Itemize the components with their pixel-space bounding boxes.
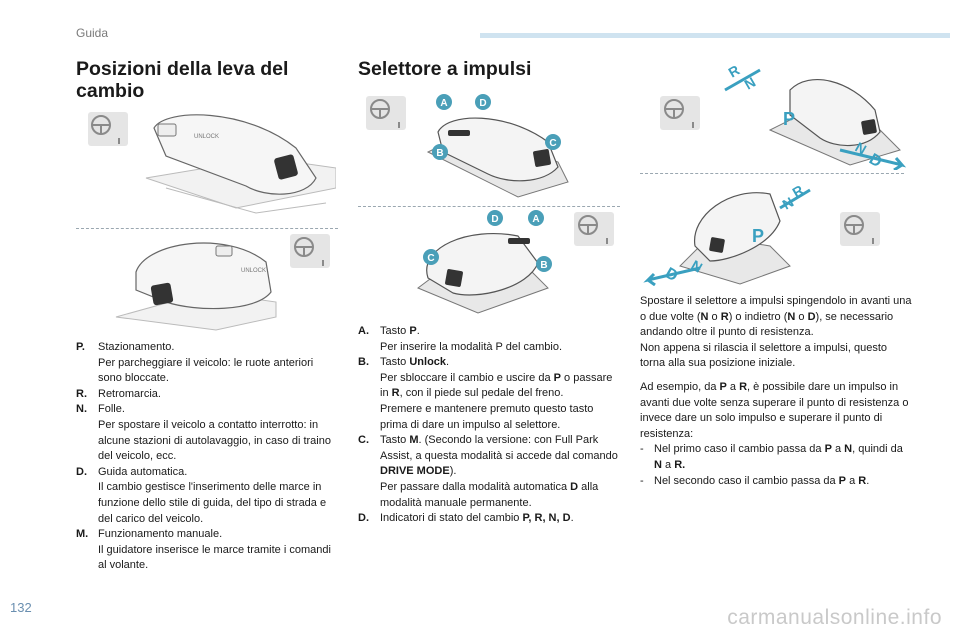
- arrow-backward-icon: [643, 266, 701, 286]
- watermark: carmanualsonline.info: [727, 606, 942, 629]
- list-item: C. Tasto M. (Secondo la versione: con Fu…: [358, 433, 620, 511]
- svg-text:B: B: [436, 148, 443, 159]
- gear-lever-illustration-top: UNLOCK: [76, 108, 336, 228]
- item-key: C.: [358, 434, 369, 447]
- item-key: A.: [358, 325, 369, 337]
- gear-label: P: [783, 109, 795, 129]
- item-line: Il cambio gestisce l'inserimento delle m…: [98, 481, 327, 525]
- item-key: B.: [358, 356, 369, 369]
- selector-movement-illustration-bottom: R N P N D: [640, 176, 920, 286]
- section-divider: [358, 206, 620, 207]
- item-line: Per parcheggiare il veicolo: le ruote an…: [98, 356, 314, 385]
- svg-text:B: B: [540, 260, 547, 271]
- list-item: D. Guida automatica. Il cambio gestisce …: [76, 465, 338, 527]
- svg-text:C: C: [427, 253, 434, 264]
- arrow-backward-icon: [839, 148, 907, 170]
- section-tag: Guida: [76, 26, 109, 40]
- item-key: D.: [76, 465, 87, 478]
- list-item: D. Indicatori di stato del cambio P, R, …: [358, 511, 620, 527]
- item-line: Guida automatica.: [98, 465, 188, 478]
- list-item: N. Folle. Per spostare il veicolo a cont…: [76, 402, 338, 464]
- item-key: N.: [76, 403, 87, 416]
- impulse-selector-illustration-top: A D C B: [358, 92, 618, 202]
- item-line: Per spostare il veicolo a contatto inter…: [98, 418, 331, 463]
- svg-text:UNLOCK: UNLOCK: [241, 268, 266, 274]
- svg-text:D: D: [479, 98, 486, 109]
- item-key: P.: [76, 341, 85, 353]
- list-item: M. Funzionamento manuale. Il guidatore i…: [76, 527, 338, 574]
- svg-text:P: P: [783, 109, 795, 129]
- badge-a: A: [528, 210, 544, 226]
- selector-movement-illustration-top: R N P N D: [640, 60, 920, 170]
- middle-title: Selettore a impulsi: [358, 58, 532, 80]
- svg-text:R: R: [726, 62, 743, 81]
- paragraph: Ad esempio, da P a R, è possibile dare u…: [640, 380, 909, 440]
- bullet-item: - Nel secondo caso il cambio passa da P …: [640, 474, 870, 487]
- svg-text:UNLOCK: UNLOCK: [194, 134, 219, 140]
- badge-a: A: [436, 94, 452, 110]
- right-text: Spostare il selettore a impulsi spingend…: [640, 294, 912, 489]
- item-line: Retromarcia.: [98, 387, 161, 400]
- svg-text:A: A: [440, 98, 447, 109]
- steering-wheel-icon: [840, 212, 880, 246]
- item-line: Il guidatore inserisce le marce tramite …: [98, 543, 331, 572]
- paragraph: Spostare il selettore a impulsi spingend…: [640, 295, 912, 370]
- badge-c: C: [423, 249, 439, 265]
- header-accent-bar: [480, 33, 950, 38]
- svg-text:D: D: [491, 214, 498, 225]
- badge-b: B: [432, 144, 448, 160]
- gear-positions-list: P. Stazionamento. Per parcheggiare il ve…: [76, 340, 338, 574]
- list-item: R. Retromarcia.: [76, 387, 338, 403]
- steering-wheel-icon: [574, 212, 614, 246]
- section-divider: [640, 173, 904, 174]
- item-line: Stazionamento.: [98, 341, 175, 353]
- gear-label: P: [752, 226, 764, 246]
- list-item: P. Stazionamento. Per parcheggiare il ve…: [76, 340, 338, 387]
- bullet-item: - Nel primo caso il cambio passa da P a …: [640, 443, 903, 471]
- steering-wheel-icon: [290, 234, 330, 268]
- svg-text:C: C: [549, 138, 556, 149]
- list-item: A. Tasto P. Per inserire la modalità P d…: [358, 324, 620, 355]
- item-key: R.: [76, 387, 87, 400]
- svg-text:P: P: [752, 226, 764, 246]
- svg-text:A: A: [532, 214, 539, 225]
- section-divider: [76, 228, 338, 229]
- item-key: D.: [358, 512, 369, 525]
- left-title: Posizioni della leva del cambio: [76, 58, 289, 102]
- badge-d: D: [475, 94, 491, 110]
- steering-wheel-icon: [660, 96, 700, 130]
- selector-controls-list: A. Tasto P. Per inserire la modalità P d…: [358, 324, 620, 527]
- gear-label: R: [726, 62, 743, 81]
- steering-wheel-icon: [366, 96, 406, 130]
- item-line: Funzionamento manuale.: [98, 528, 223, 541]
- arrow-forward-icon: [724, 68, 761, 92]
- impulse-selector-illustration-bottom: D A C B: [358, 208, 618, 318]
- list-item: B. Tasto Unlock. Per sbloccare il cambio…: [358, 355, 620, 433]
- steering-wheel-icon: [88, 112, 128, 146]
- badge-c: C: [545, 134, 561, 150]
- item-line: Folle.: [98, 403, 125, 416]
- gear-lever-illustration-bottom: UNLOCK: [76, 232, 336, 332]
- item-key: M.: [76, 528, 89, 541]
- page-number: 132: [10, 600, 32, 615]
- badge-d: D: [487, 210, 503, 226]
- badge-b: B: [536, 256, 552, 272]
- arrow-forward-icon: [779, 188, 811, 210]
